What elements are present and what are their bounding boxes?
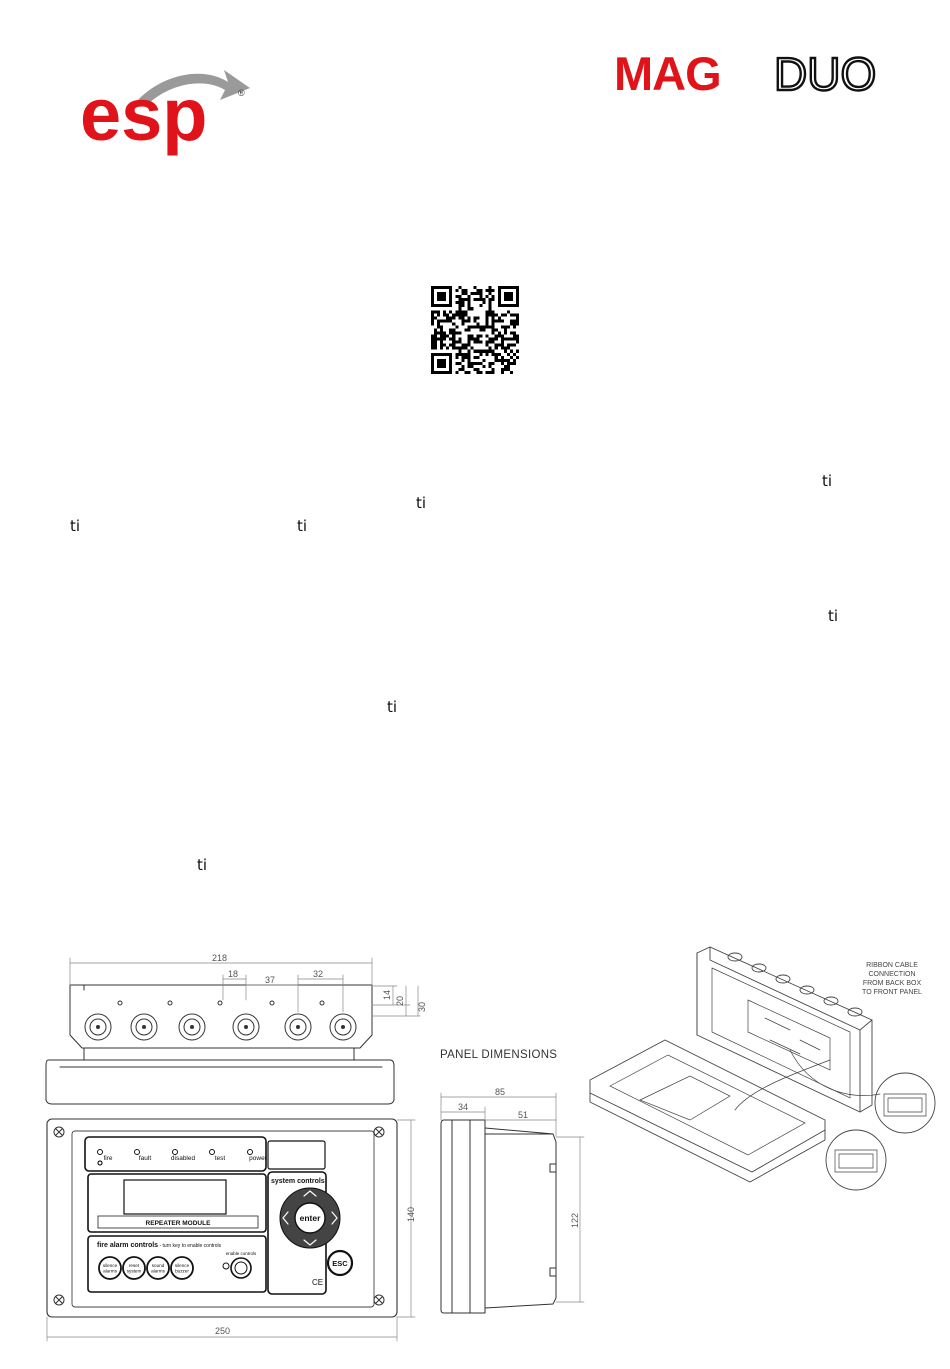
led-disabled bbox=[172, 1149, 178, 1155]
led-label: fault bbox=[139, 1155, 151, 1162]
esp-registered-mark: ® bbox=[238, 88, 245, 98]
text-fragment: ti bbox=[822, 472, 833, 490]
ribbon-note-line: CONNECTION bbox=[868, 971, 915, 978]
text-fragment: ti bbox=[828, 607, 839, 625]
led-power bbox=[247, 1149, 253, 1155]
esc-button[interactable]: ESC bbox=[332, 1259, 348, 1268]
dim-20: 20 bbox=[395, 996, 405, 1006]
text-fragment: ti bbox=[297, 517, 308, 535]
ribbon-cable-note: RIBBON CABLE CONNECTION FROM BACK BOX TO… bbox=[862, 962, 922, 996]
gland-knockout bbox=[232, 1013, 260, 1041]
button-label: reset bbox=[129, 1263, 140, 1268]
iso-knockout bbox=[847, 1007, 863, 1017]
dim-85: 85 bbox=[495, 1087, 505, 1097]
enable-controls-label: enable controls bbox=[226, 1251, 257, 1256]
button-label: silence bbox=[175, 1263, 190, 1268]
dim-14: 14 bbox=[382, 990, 392, 1000]
button-label: system bbox=[127, 1269, 142, 1274]
qr-code-icon bbox=[431, 286, 519, 374]
text-fragment: ti bbox=[70, 517, 81, 535]
side-dimensions bbox=[440, 1092, 585, 1303]
text-fragment: ti bbox=[197, 856, 208, 874]
led-fire bbox=[97, 1149, 103, 1155]
text-fragment: ti bbox=[416, 494, 427, 512]
gland-knockout bbox=[329, 1013, 357, 1041]
dim-18: 18 bbox=[228, 969, 238, 979]
iso-knockout bbox=[799, 985, 815, 995]
magduo-logo: MAG DUO bbox=[612, 47, 897, 101]
led-label: test bbox=[215, 1155, 226, 1162]
button-label: buzzer bbox=[175, 1269, 189, 1274]
iso-knockout bbox=[751, 963, 767, 973]
gland-knockout bbox=[178, 1013, 206, 1041]
qr-code[interactable] bbox=[431, 286, 519, 374]
sound-alarms-button[interactable] bbox=[146, 1256, 170, 1280]
panel-dimensions-title: PANEL DIMENSIONS bbox=[440, 1049, 557, 1061]
ribbon-note-line: TO FRONT PANEL bbox=[862, 989, 922, 996]
iso-gland-knockouts bbox=[727, 952, 863, 1017]
dim-140: 140 bbox=[406, 1207, 416, 1222]
dim-218: 218 bbox=[212, 953, 227, 963]
ribbon-note-line: RIBBON CABLE bbox=[866, 962, 918, 969]
button-label: sound bbox=[152, 1263, 165, 1268]
silence-alarms-button[interactable] bbox=[98, 1256, 122, 1280]
reset-system-button[interactable] bbox=[122, 1256, 146, 1280]
led-label: disabled bbox=[171, 1155, 196, 1162]
key-switch[interactable] bbox=[230, 1257, 252, 1279]
led-label: fire bbox=[103, 1155, 112, 1162]
fire-control-buttons: silencealarmsresetsystemsoundalarmssilen… bbox=[98, 1256, 194, 1280]
navigation-arrows-icon bbox=[282, 1190, 338, 1246]
exploded-isometric-view bbox=[589, 946, 936, 1191]
dim-122: 122 bbox=[570, 1213, 580, 1228]
iso-knockout bbox=[823, 996, 839, 1006]
gland-knockout bbox=[284, 1013, 312, 1041]
side-view bbox=[440, 1119, 557, 1314]
text-fragment: ti bbox=[387, 698, 398, 716]
gland-knockouts bbox=[84, 1000, 357, 1041]
dim-34: 34 bbox=[458, 1102, 468, 1112]
enter-button[interactable]: enter bbox=[300, 1213, 321, 1223]
enable-led bbox=[222, 1262, 230, 1270]
duo-logo-text: DUO bbox=[774, 52, 876, 94]
ribbon-note-line: FROM BACK BOX bbox=[863, 980, 922, 987]
top-dimensions bbox=[69, 957, 421, 1017]
system-controls-label: system controls bbox=[271, 1178, 325, 1185]
top-dimension-labels: 218 18 37 32 14 20 30 bbox=[212, 953, 427, 1012]
ce-mark: CE bbox=[312, 1278, 323, 1287]
led-indicators: fire fault disabled test power bbox=[97, 1149, 268, 1166]
dim-250: 250 bbox=[215, 1326, 230, 1336]
fire-alarm-controls-label: fire alarm controls - turn key to enable… bbox=[97, 1242, 222, 1249]
iso-knockout bbox=[727, 952, 743, 962]
gland-knockout bbox=[84, 1013, 112, 1041]
silence-buzzer-button[interactable] bbox=[170, 1256, 194, 1280]
esp-logo-text: esp bbox=[80, 73, 208, 156]
led-fault bbox=[134, 1149, 140, 1155]
led-test bbox=[209, 1149, 215, 1155]
dim-30: 30 bbox=[417, 1002, 427, 1012]
top-view bbox=[45, 984, 395, 1105]
mag-logo-text: MAG bbox=[614, 52, 721, 94]
led-label: power bbox=[249, 1155, 268, 1162]
repeater-module-label: REPEATER MODULE bbox=[146, 1220, 212, 1227]
dim-32: 32 bbox=[313, 969, 323, 979]
dim-51: 51 bbox=[518, 1110, 528, 1120]
front-dimensions bbox=[46, 1119, 416, 1342]
gland-knockout bbox=[130, 1013, 158, 1041]
esp-logo: esp ® bbox=[78, 52, 258, 162]
panel-drawing: 218 18 37 32 14 20 30 fire fault disabled t… bbox=[0, 940, 950, 1364]
button-label: alarms bbox=[151, 1269, 165, 1274]
front-view: fire fault disabled test power REPEATER MODU… bbox=[46, 1118, 398, 1318]
button-label: alarms bbox=[103, 1269, 117, 1274]
esp-swoosh-arrow-icon bbox=[138, 70, 250, 104]
dim-37: 37 bbox=[265, 975, 275, 985]
button-label: silence bbox=[103, 1263, 118, 1268]
iso-knockout bbox=[775, 974, 791, 984]
